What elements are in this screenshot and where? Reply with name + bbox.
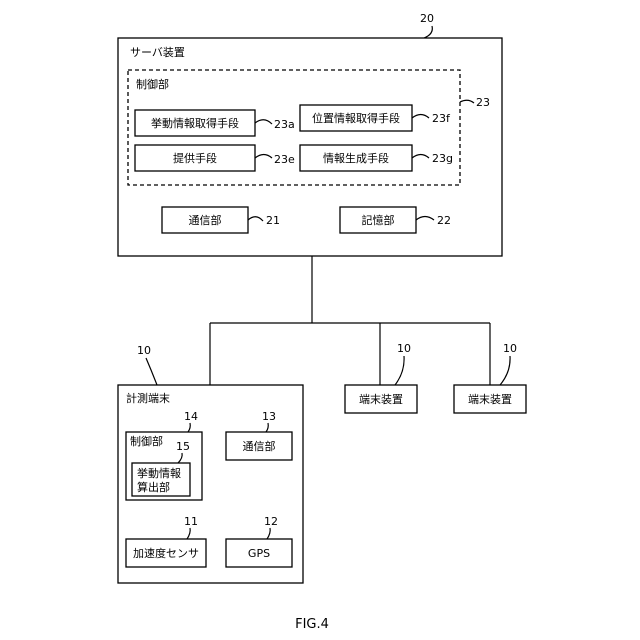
terminal-device-a-leader [395,356,404,385]
storage-unit-label: 記憶部 [362,213,395,227]
position-info-acquisition-label: 位置情報取得手段 [312,111,400,125]
behavior-info-calculation-ref: 15 [176,440,190,453]
gps-ref: 12 [264,515,278,528]
server-control-unit-ref: 23 [476,96,490,109]
gps-label: GPS [248,547,270,560]
terminal-control-unit-ref: 14 [184,410,198,423]
server-device-title: サーバ装置 [130,46,185,59]
terminal-device-a-ref: 10 [397,342,411,355]
position-info-acquisition-ref: 23f [432,112,451,125]
info-generation-label: 情報生成手段 [323,151,389,165]
terminal-communication-unit-label: 通信部 [243,439,276,453]
server-communication-unit-ref: 21 [266,214,280,227]
storage-unit-ref: 22 [437,214,451,227]
server-control-unit-title: 制御部 [136,77,169,91]
measuring-terminal-title: 計測端末 [126,391,170,405]
network-lines [210,256,490,385]
server-device: サーバ装置 20 制御部 23 挙動情報取得手段 23a 位置情報取得手段 23… [118,12,502,256]
server-communication-unit-label: 通信部 [189,213,222,227]
terminal-control-unit-title: 制御部 [130,434,163,448]
behavior-info-calculation-label-line2: 算出部 [137,480,170,494]
terminal-device-a-label: 端末装置 [359,392,403,406]
terminal-device-b-leader [500,356,510,385]
terminal-communication-unit-ref: 13 [262,410,276,423]
acceleration-sensor-label: 加速度センサ [133,546,199,560]
terminal-device-b-label: 端末装置 [468,392,512,406]
acceleration-sensor-ref: 11 [184,515,198,528]
server-device-ref: 20 [420,12,434,25]
terminal-device-a: 端末装置 10 [345,342,417,413]
server-device-leader [424,26,432,38]
providing-means-ref: 23e [274,153,295,166]
providing-means-label: 提供手段 [173,151,217,165]
behavior-info-acquisition-ref: 23a [274,118,295,131]
terminal-device-b-ref: 10 [503,342,517,355]
figure-caption: FIG.4 [295,617,329,632]
measuring-terminal-leader [146,358,157,385]
behavior-info-calculation-label-line1: 挙動情報 [137,466,181,480]
info-generation-ref: 23g [432,152,453,165]
behavior-info-acquisition-label: 挙動情報取得手段 [151,116,239,130]
measuring-terminal-ref: 10 [137,344,151,357]
